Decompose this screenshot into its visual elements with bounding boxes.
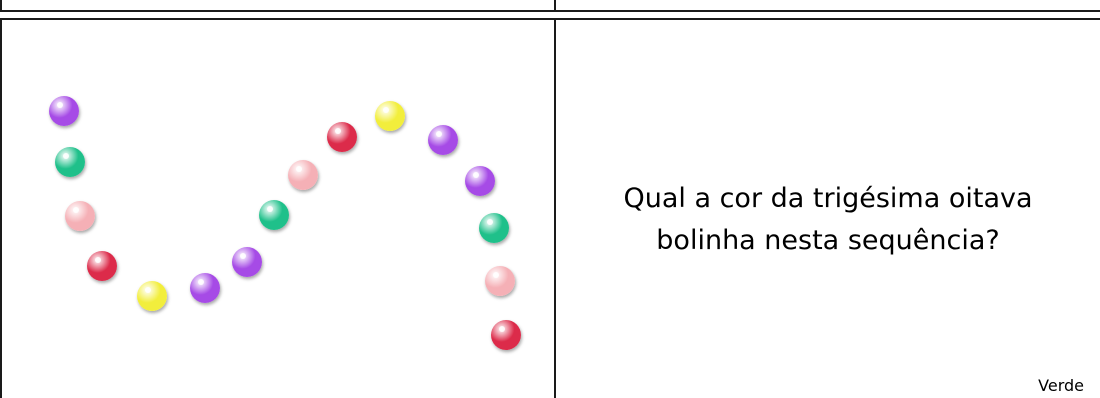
- bead-verde: [259, 200, 289, 230]
- bead-roxo: [190, 273, 220, 303]
- bead-rosa: [288, 160, 318, 190]
- bead-vermelho: [87, 251, 117, 281]
- bead-amarelo: [137, 281, 167, 311]
- bead-vermelho: [327, 122, 357, 152]
- bead-roxo: [465, 166, 495, 196]
- divider-top: [554, 0, 556, 12]
- bead-roxo: [232, 247, 262, 277]
- bead-amarelo: [375, 101, 405, 131]
- question-cell: Qual a cor da trigésima oitava bolinha n…: [556, 20, 1100, 398]
- bead-rosa: [65, 201, 95, 231]
- bead-rosa: [485, 266, 515, 296]
- bead-vermelho: [491, 320, 521, 350]
- top-border: [0, 10, 1100, 12]
- cell-top-border: [0, 18, 1100, 20]
- question-line-2: bolinha nesta sequência?: [656, 225, 1000, 256]
- bead-verde: [479, 213, 509, 243]
- answer-text: Verde: [1038, 376, 1084, 395]
- cell-left-border: [0, 18, 2, 398]
- question-line-1: Qual a cor da trigésima oitava: [623, 183, 1033, 214]
- cell-divider: [554, 18, 556, 398]
- bead-roxo: [428, 125, 458, 155]
- bead-roxo: [49, 96, 79, 126]
- bead-verde: [55, 147, 85, 177]
- left-border-top: [0, 0, 2, 12]
- question-text: Qual a cor da trigésima oitava bolinha n…: [556, 178, 1100, 262]
